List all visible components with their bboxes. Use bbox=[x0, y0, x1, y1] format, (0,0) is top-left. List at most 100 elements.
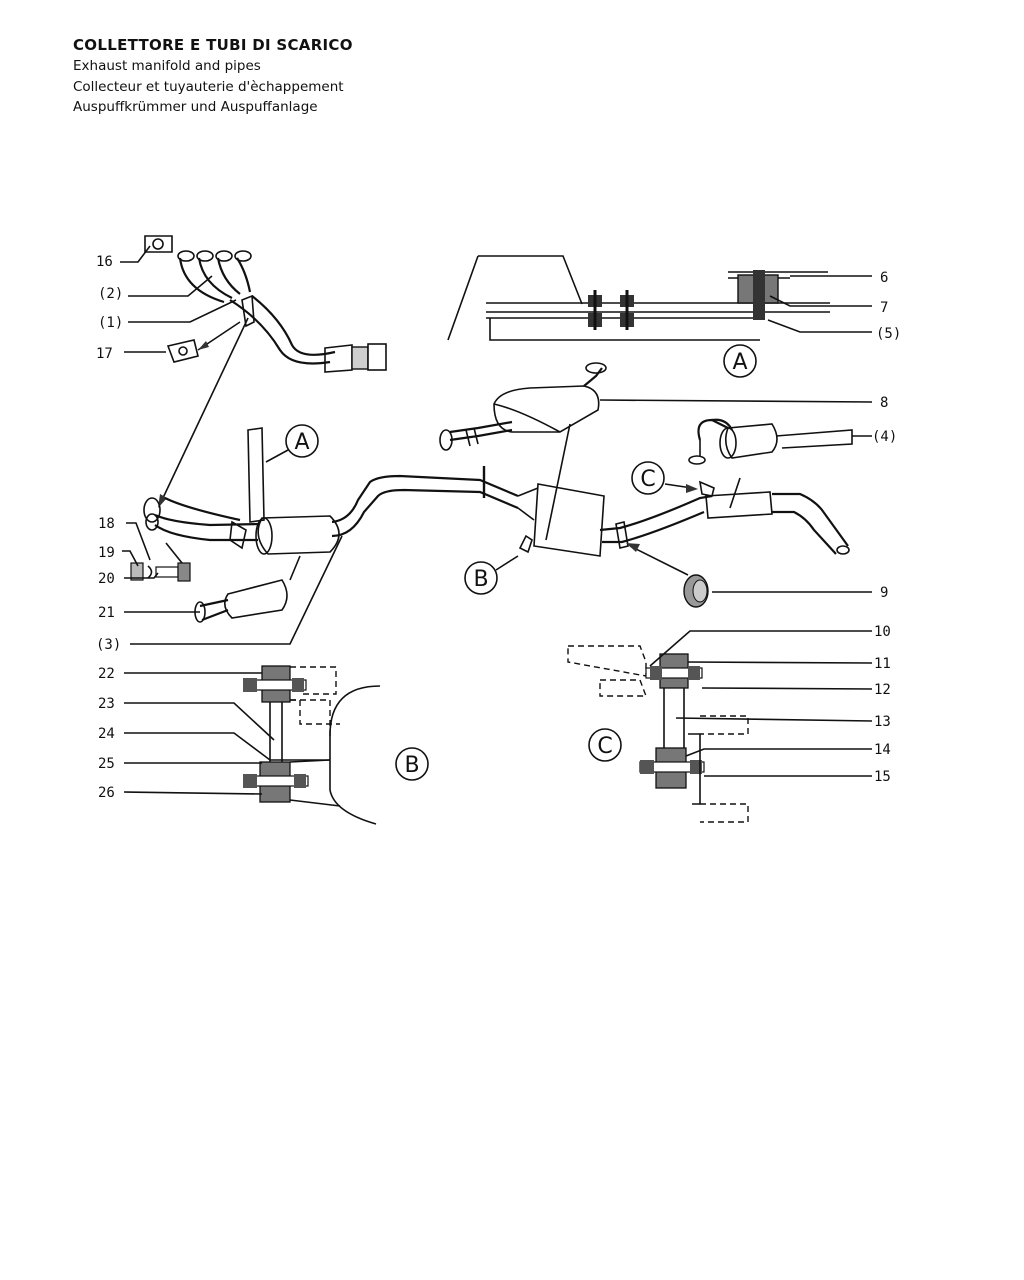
label-21: 21 bbox=[98, 605, 115, 621]
gasket-17-hole bbox=[178, 346, 188, 356]
bracket-c-top-dashed bbox=[567, 645, 647, 677]
heat-shield bbox=[247, 427, 265, 523]
bracket-b-plate bbox=[329, 685, 381, 825]
bolt-20-shank bbox=[155, 566, 179, 578]
part-9-inner bbox=[692, 579, 708, 603]
label-9: 9 bbox=[880, 585, 888, 601]
callout-b-detail-text: B bbox=[404, 753, 419, 778]
silencer-leader bbox=[729, 477, 741, 509]
muffler-8-inlet-end bbox=[439, 429, 453, 451]
label-19: 19 bbox=[98, 545, 115, 561]
label-13: 13 bbox=[874, 714, 891, 730]
catalyst-front bbox=[255, 517, 273, 555]
exhaust-main-line bbox=[143, 427, 850, 557]
downpipe-b bbox=[251, 295, 336, 356]
nut-top-left bbox=[243, 678, 257, 692]
runner-2 bbox=[197, 257, 233, 299]
front-pipe-b bbox=[154, 524, 258, 542]
callout-b-detail bbox=[395, 747, 429, 781]
front-flange-18 bbox=[143, 497, 161, 523]
muffler-8-inlet-b bbox=[449, 420, 513, 434]
muffler-8-seam bbox=[493, 403, 561, 433]
muffler-4-tail bbox=[775, 429, 853, 449]
callout-c-mid bbox=[631, 461, 665, 495]
header: COLLETTORE E TUBI DI SCARICO Exhaust man… bbox=[73, 36, 353, 118]
label-22: 22 bbox=[98, 666, 115, 682]
bracket-c-bottom-dashed bbox=[700, 803, 749, 823]
manifold-clamp bbox=[241, 294, 255, 328]
rear-silencer bbox=[705, 491, 773, 519]
hanger-23 bbox=[269, 702, 283, 762]
bolt-c-top bbox=[645, 667, 703, 679]
subtitle-de: Auspuffkrümmer und Auspuffanlage bbox=[73, 99, 318, 115]
gasket-16-hole bbox=[152, 238, 164, 250]
part-9-arrowhead bbox=[626, 543, 640, 552]
frame-top bbox=[478, 255, 583, 305]
label-14: 14 bbox=[874, 742, 891, 758]
label-15: 15 bbox=[874, 769, 891, 785]
mount-b bbox=[518, 534, 533, 554]
pipe-21-body bbox=[224, 579, 288, 619]
mount-bolt bbox=[753, 270, 765, 320]
label-3: (3) bbox=[96, 637, 121, 653]
pipe-end bbox=[367, 343, 387, 371]
muffler-8-outlet bbox=[583, 367, 603, 387]
label-12: 12 bbox=[874, 682, 891, 698]
runner-3 bbox=[216, 257, 241, 295]
muffler-4-body bbox=[724, 423, 778, 459]
manifold-ports bbox=[177, 250, 252, 262]
label-26: 26 bbox=[98, 785, 115, 801]
label-5: (5) bbox=[876, 326, 901, 342]
bolt-20-head bbox=[177, 562, 191, 582]
rear-pipe-b bbox=[602, 510, 705, 544]
frame-lower bbox=[489, 318, 760, 341]
fasteners-19-20 bbox=[130, 542, 191, 582]
pipe-clamp bbox=[229, 520, 247, 550]
hanger-c bbox=[698, 480, 715, 497]
bracket-c-mid-dashed bbox=[599, 679, 648, 697]
frame-left bbox=[447, 255, 479, 341]
muffler-8-inlet bbox=[449, 428, 513, 442]
muffler-8-outlet-end bbox=[585, 362, 607, 374]
callout-a-mid bbox=[285, 424, 319, 458]
muffler-4-end bbox=[719, 427, 737, 459]
detail-b bbox=[243, 665, 381, 825]
nut-c-bottom-left bbox=[640, 760, 654, 774]
label-25: 25 bbox=[98, 756, 115, 772]
pipe-21-inlets bbox=[199, 598, 229, 622]
diagram-title: COLLETTORE E TUBI DI SCARICO bbox=[73, 36, 353, 54]
leader-lines bbox=[120, 245, 873, 795]
tail-flange bbox=[688, 455, 706, 465]
callout-a-top-text: A bbox=[732, 350, 747, 375]
part-9 bbox=[626, 543, 709, 608]
nut-c-bottom-right bbox=[690, 760, 702, 774]
label-2: (2) bbox=[98, 286, 123, 302]
label-18: 18 bbox=[98, 516, 115, 532]
label-10: 10 bbox=[874, 624, 891, 640]
downpipe-a bbox=[229, 299, 331, 365]
gasket-17-arrowhead bbox=[198, 341, 209, 350]
label-11: 11 bbox=[874, 656, 891, 672]
tail-pipe bbox=[772, 492, 849, 547]
callout-c-arrowhead bbox=[686, 484, 698, 493]
muffler-8-body bbox=[493, 385, 600, 433]
subtitle-en: Exhaust manifold and pipes bbox=[73, 58, 261, 74]
callout-a-mid-text: A bbox=[294, 430, 309, 455]
muffler-8-clamp bbox=[465, 427, 479, 447]
centre-muffler-inlet bbox=[517, 487, 539, 521]
label-4: (4) bbox=[872, 429, 897, 445]
connector-arrow bbox=[161, 317, 249, 501]
intermediate-pipe-b bbox=[331, 488, 519, 538]
label-24: 24 bbox=[98, 726, 115, 742]
label-17: 17 bbox=[96, 346, 113, 362]
tail-muffler-4 bbox=[688, 418, 853, 465]
part-9-arrow bbox=[629, 545, 689, 576]
label-7: 7 bbox=[880, 300, 888, 316]
callout-c-detail-text: C bbox=[597, 734, 612, 759]
front-pipe-c bbox=[164, 497, 241, 522]
washer bbox=[147, 565, 153, 579]
callout-c-mid-text: C bbox=[640, 467, 655, 492]
rear-clamp bbox=[615, 521, 629, 549]
tailpipe-bend bbox=[697, 418, 729, 441]
